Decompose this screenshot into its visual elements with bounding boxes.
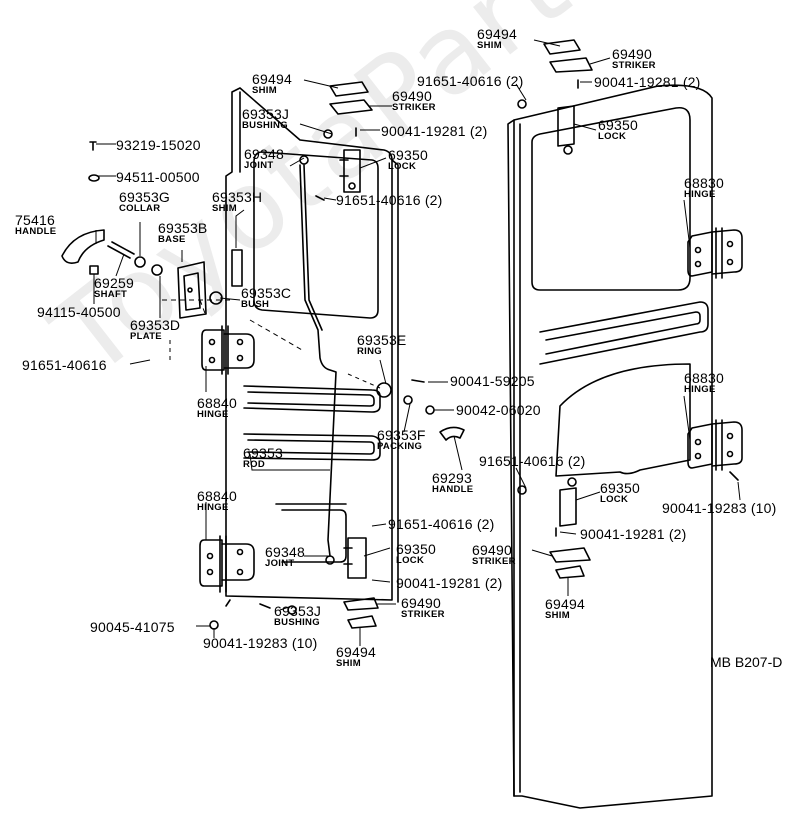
label-90041-59205: 90041-59205 [450,373,535,389]
screw-93219 [89,141,97,151]
right-lower-shim [555,565,585,579]
upper-left-lock [339,149,361,193]
leader-lines [93,39,741,646]
washer-94511 [88,174,100,182]
bolt-right-91651-top [517,99,527,109]
ring-69353e [376,382,392,398]
bolt-90041-19283-left [259,603,271,609]
screw-90041-59205 [411,379,425,383]
label-94511-00500: 94511-00500 [116,169,200,185]
upper-left-shim [329,81,369,97]
right-lower-hinge [687,419,743,471]
right-lower-striker [549,547,591,563]
label-91651-left-top: 91651-40616 (2) [336,192,443,208]
shaft [107,241,135,259]
label-91651-40616-left: 91651-40616 [22,357,107,373]
label-91651-left-bottom: 91651-40616 (2) [388,516,495,532]
right-upper-hinge [687,227,743,279]
inside-handle [439,426,465,441]
label-90045-41075: 90045-41075 [90,619,175,635]
right-lower-lock [559,477,577,527]
shim-69353h [231,249,243,287]
label-90041-19281-right-top: 90041-19281 (2) [594,74,701,90]
right-upper-lock [557,105,575,155]
label-90041-19281-left-top: 90041-19281 (2) [381,123,488,139]
label-90041-19281-left-bottom: 90041-19281 (2) [396,575,503,591]
label-91651-right-bottom: 91651-40616 (2) [479,453,586,469]
outside-handle [61,229,105,264]
lock-rod [299,164,337,557]
bolt-91651-top [315,195,325,201]
label-90041-19283-left: 90041-19283 (10) [203,635,318,651]
lower-left-lock [343,537,367,579]
upper-left-hinge [201,325,255,375]
right-door-panel [507,84,713,809]
nut-94115 [89,265,99,275]
nut-90042 [425,405,435,415]
label-94115-40500: 94115-40500 [37,304,121,320]
bolt-90045 [209,620,219,630]
bolt-right-90041-19283 [729,471,739,481]
label-90041-19281-right-bottom: 90041-19281 (2) [580,526,687,542]
collar [134,256,146,268]
handle-base [177,261,207,319]
label-91651-right-top: 91651-40616 (2) [417,73,524,89]
label-93219-15020: 93219-15020 [116,137,201,153]
lower-left-striker [343,597,379,611]
right-upper-shim [543,39,581,55]
diagram-code: MB B207-D [710,654,783,670]
lower-left-shim [347,615,377,629]
upper-left-striker [329,99,373,115]
packing-69353f [403,395,413,405]
lower-left-hinge [199,535,255,593]
label-90041-19283-right: 90041-19283 (10) [662,500,777,516]
left-door-panel [225,87,399,607]
shim-washer [151,264,163,276]
right-upper-striker [549,57,593,73]
label-90042-06020: 90042-06020 [456,402,541,418]
bolt-right-91651-bottom [517,485,527,495]
